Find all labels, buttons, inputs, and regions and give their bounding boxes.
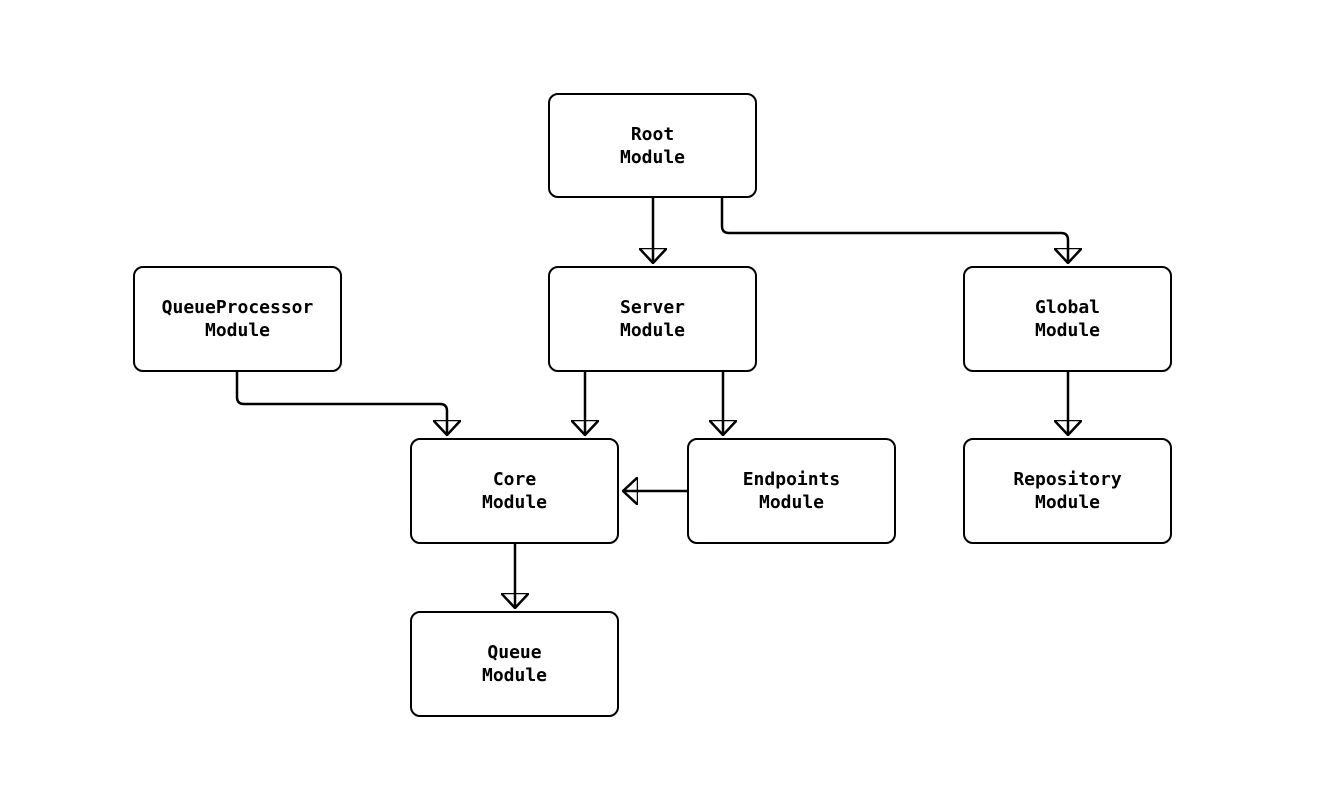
edge-queueprocessor-to-core bbox=[235, 372, 447, 434]
node-endpoints-module: Endpoints Module bbox=[687, 438, 896, 544]
node-label-line: QueueProcessor bbox=[161, 297, 314, 318]
node-label-line: Module bbox=[619, 146, 686, 168]
node-queueprocessor-module: QueueProcessor Module bbox=[133, 266, 342, 372]
edge-root-to-global bbox=[720, 198, 1068, 262]
node-label-line: Global bbox=[1034, 297, 1101, 318]
node-repository-module: Repository Module bbox=[963, 438, 1172, 544]
node-label-line: Queue bbox=[487, 642, 542, 663]
node-root-module: Root Module bbox=[548, 93, 757, 198]
node-label-line: Root bbox=[630, 123, 675, 145]
node-queue-module: Queue Module bbox=[410, 611, 619, 717]
node-label-line: Module bbox=[619, 320, 686, 341]
node-label-line: Module bbox=[1034, 320, 1101, 341]
node-server-module: Server Module bbox=[548, 266, 757, 372]
node-label-line: Server bbox=[619, 297, 686, 318]
node-label-line: Module bbox=[204, 320, 271, 341]
node-core-module: Core Module bbox=[410, 438, 619, 544]
node-global-module: Global Module bbox=[963, 266, 1172, 372]
node-label-line: Module bbox=[1034, 492, 1101, 513]
node-label-line: Endpoints bbox=[742, 469, 841, 490]
node-label-line: Repository bbox=[1013, 469, 1122, 490]
node-label-line: Module bbox=[758, 492, 825, 513]
node-label-line: Module bbox=[481, 492, 548, 513]
node-label-line: Module bbox=[481, 665, 548, 686]
node-label-line: Core bbox=[492, 469, 537, 490]
